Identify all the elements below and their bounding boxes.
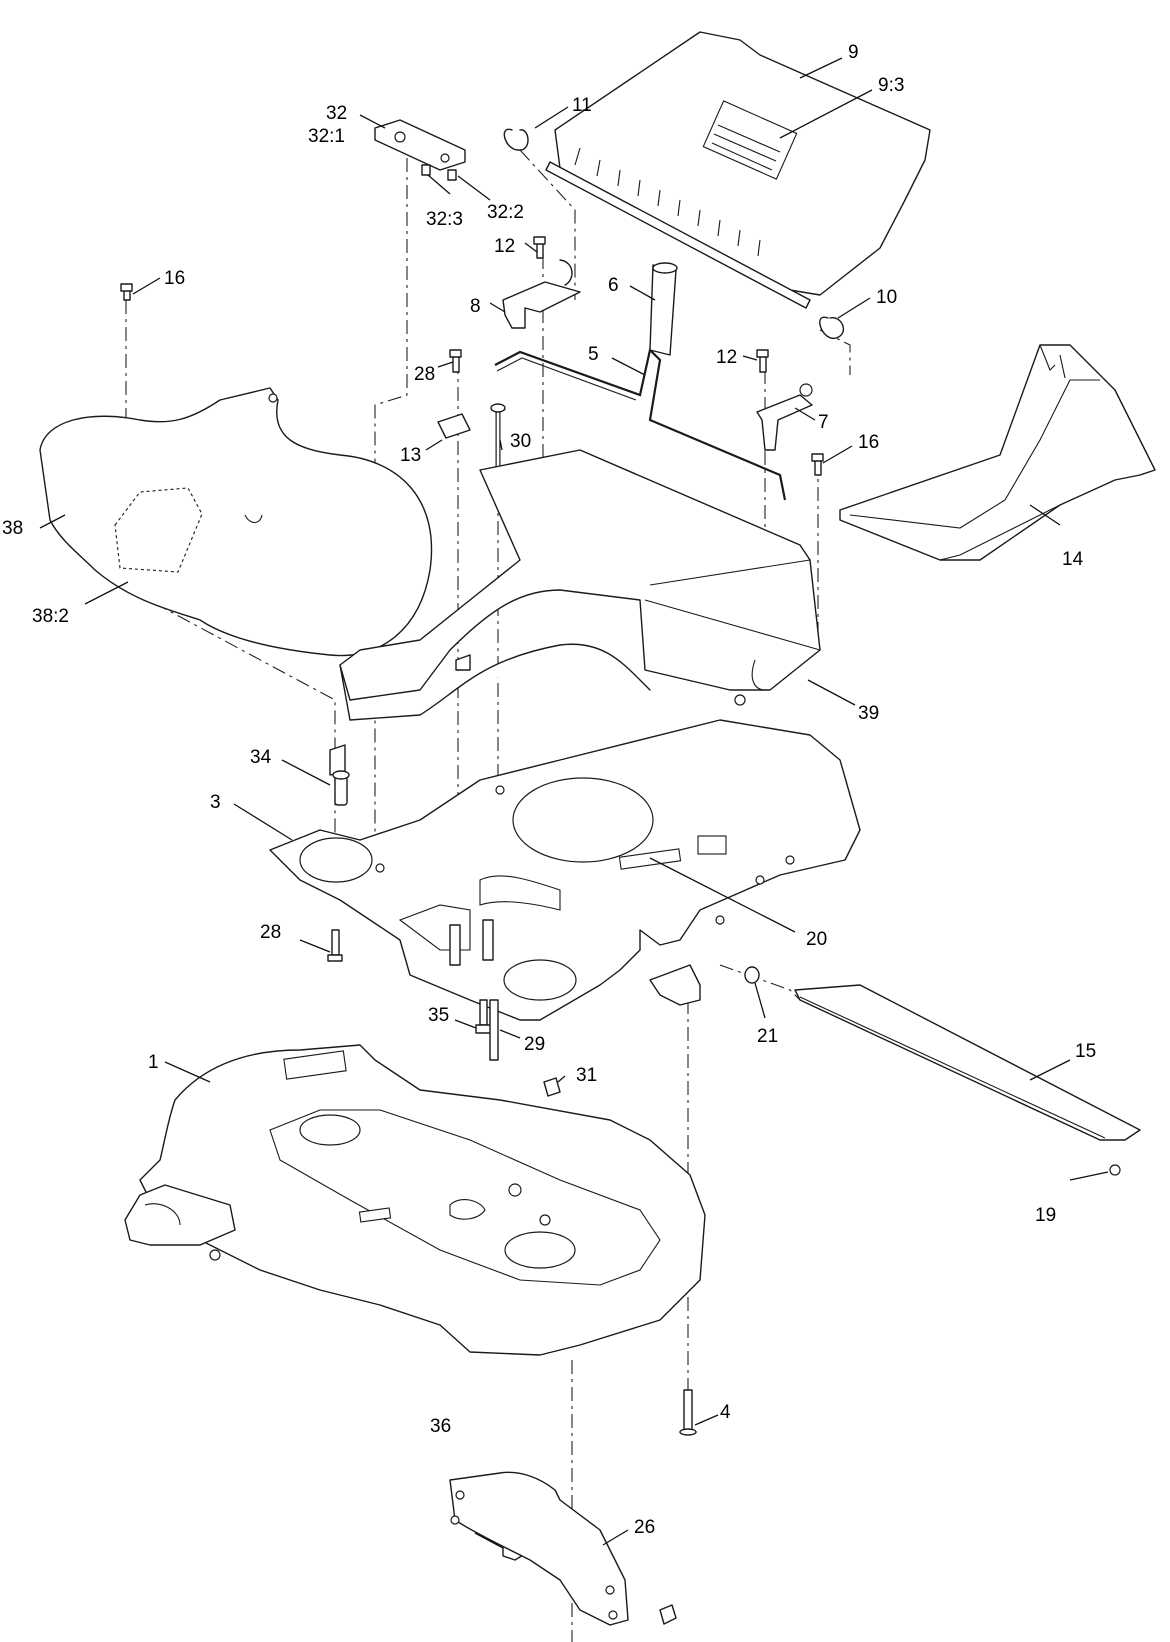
part-5-rod-and-6-handle — [494, 262, 787, 501]
callout-32-2: 32:2 — [487, 202, 524, 223]
callout-15: 15 — [1075, 1041, 1096, 1062]
callout-1: 1 — [148, 1052, 159, 1073]
part-14-chute — [839, 344, 1156, 561]
callout-32-1: 32:1 — [308, 126, 345, 147]
callout-30: 30 — [510, 431, 531, 452]
callout-20: 20 — [806, 929, 827, 950]
callout-10: 10 — [876, 287, 897, 308]
small-brackets — [437, 259, 813, 451]
part-3-main-plate — [269, 719, 861, 1021]
callout-labels: 9 9:3 11 32 32:1 32:3 32:2 12 16 8 6 10 … — [2, 42, 1096, 1538]
callout-19: 19 — [1035, 1205, 1056, 1226]
callout-38: 38 — [2, 518, 23, 539]
callout-12-upper: 12 — [494, 236, 515, 257]
callout-6: 6 — [608, 275, 619, 296]
callout-5: 5 — [588, 344, 599, 365]
callout-16-left: 16 — [164, 268, 185, 289]
callout-39: 39 — [858, 703, 879, 724]
part-9-top-cover — [503, 31, 931, 339]
callout-14: 14 — [1062, 549, 1084, 570]
callout-35: 35 — [428, 1005, 449, 1026]
callout-32: 32 — [326, 103, 347, 124]
callout-9-3: 9:3 — [878, 75, 904, 96]
callout-28-lower: 28 — [260, 922, 281, 943]
lower-hardware — [327, 770, 760, 1626]
callout-38-2: 38:2 — [32, 606, 69, 627]
part-32-bracket — [374, 119, 466, 181]
part-1-deck — [124, 1044, 706, 1356]
callout-4: 4 — [720, 1402, 731, 1423]
callout-29: 29 — [524, 1034, 545, 1055]
part-38-seat-cover — [39, 387, 651, 721]
callout-21: 21 — [757, 1026, 778, 1047]
callout-31: 31 — [576, 1065, 597, 1086]
callout-9: 9 — [848, 42, 859, 63]
callout-26: 26 — [634, 1517, 655, 1538]
part-15-trim-strip — [794, 984, 1141, 1176]
callout-16-right: 16 — [858, 432, 879, 453]
callout-8: 8 — [470, 296, 481, 317]
callout-34: 34 — [250, 747, 272, 768]
leader-lines — [39, 57, 1109, 1549]
part-39-frame — [339, 449, 821, 706]
callout-36: 36 — [430, 1416, 451, 1437]
hardware-bolts — [120, 236, 824, 491]
callout-13: 13 — [400, 445, 421, 466]
callout-11: 11 — [572, 95, 592, 116]
callout-12-lower: 12 — [716, 347, 737, 368]
callout-3: 3 — [210, 792, 221, 813]
callout-7: 7 — [818, 412, 829, 433]
callout-28-upper: 28 — [414, 364, 435, 385]
callout-32-3: 32:3 — [426, 209, 463, 230]
